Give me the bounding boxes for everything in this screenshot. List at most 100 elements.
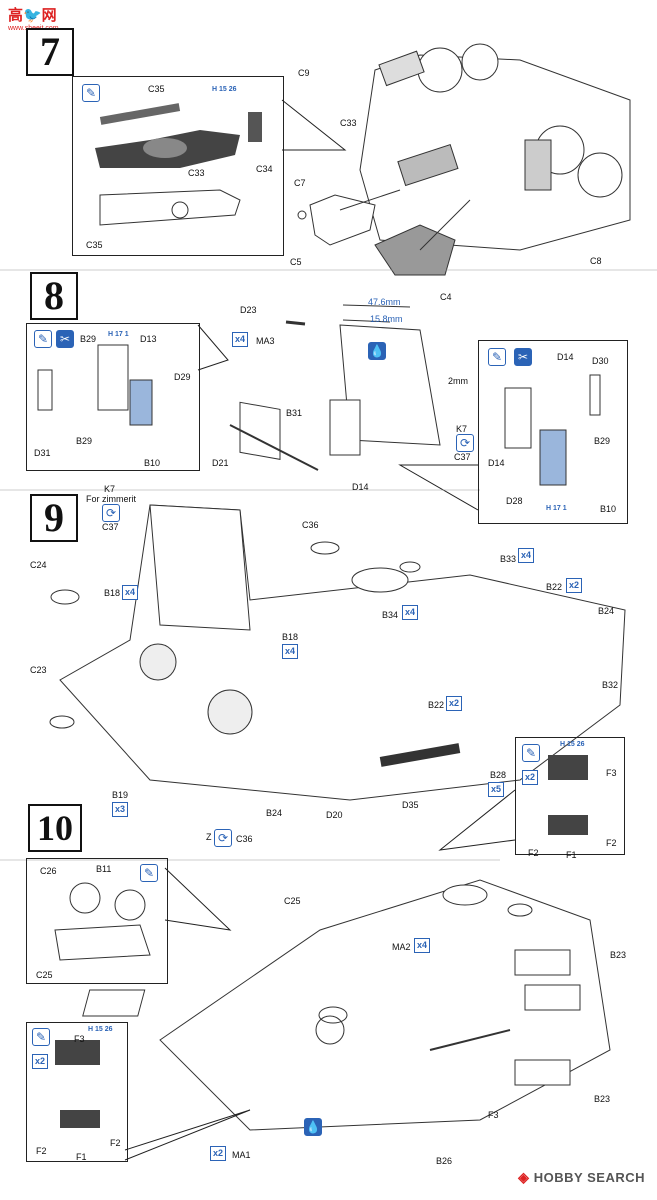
part-label: B18: [282, 632, 299, 642]
part-label: C33: [340, 118, 357, 128]
multiplier-badge: x4: [414, 938, 431, 953]
dimension-label: 15.8mm: [370, 314, 403, 324]
part-label: C35: [86, 240, 103, 250]
part-label: B23: [610, 950, 627, 960]
part-label: B34: [382, 610, 399, 620]
part-label: B10: [600, 504, 617, 514]
paint-drop-icon: 💧: [304, 1118, 322, 1136]
part-label: C35: [148, 84, 165, 94]
part-label: D13: [140, 334, 157, 344]
part-label: C25: [36, 970, 53, 980]
part-label: D14: [352, 482, 369, 492]
multiplier-badge: x2: [210, 1146, 227, 1161]
part-label: B28: [490, 770, 507, 780]
part-label: F2: [528, 848, 539, 858]
multiplier-badge: x2: [32, 1054, 49, 1069]
part-label: B24: [266, 808, 283, 818]
part-label: D29: [174, 372, 191, 382]
multiplier-badge: x4: [122, 585, 139, 600]
multiplier-badge: x2: [522, 770, 539, 785]
part-label: B33: [500, 554, 517, 564]
part-label: MA3: [256, 336, 275, 346]
step8-left-box: [26, 323, 200, 471]
part-label: C5: [290, 257, 302, 267]
part-label: B31: [286, 408, 303, 418]
part-label: C34: [256, 164, 273, 174]
part-label: D21: [212, 458, 229, 468]
glue-icon: ✎: [488, 348, 506, 366]
part-label: F2: [110, 1138, 121, 1148]
step9-track-box: [515, 737, 625, 855]
part-label: B32: [602, 680, 619, 690]
glue-icon: ✎: [34, 330, 52, 348]
part-label: K7: [456, 424, 468, 434]
part-label: C37: [454, 452, 471, 462]
part-label: C33: [188, 168, 205, 178]
dimension-label: 47.6mm: [368, 297, 401, 307]
part-label: B18: [104, 588, 121, 598]
part-label: F1: [566, 850, 577, 860]
part-label: C37: [102, 522, 119, 532]
part-label: C8: [590, 256, 602, 266]
dimension-label: 2mm: [448, 376, 468, 386]
multiplier-badge: x4: [282, 644, 299, 659]
glue-icon: ✎: [522, 744, 540, 762]
part-label: D35: [402, 800, 419, 810]
step10-track-box: [26, 1022, 128, 1162]
multiplier-badge: x3: [112, 802, 129, 817]
part-label: D30: [592, 356, 609, 366]
part-label: D28: [506, 496, 523, 506]
step-9-number: 9: [30, 494, 78, 542]
step-10-number: 10: [28, 804, 82, 852]
part-label: F3: [74, 1034, 85, 1044]
h-badge: H 15 26: [560, 741, 585, 748]
glue-icon: ✎: [140, 864, 158, 882]
part-label: C24: [30, 560, 47, 570]
part-label: B24: [598, 606, 615, 616]
part-label: C7: [294, 178, 306, 188]
part-label: C36: [236, 834, 253, 844]
part-label: D31: [34, 448, 51, 458]
part-label: C23: [30, 665, 47, 675]
part-label: B26: [436, 1156, 453, 1166]
k7-label: K7: [104, 484, 116, 494]
multiplier-badge: x4: [518, 548, 535, 563]
part-label: D14: [488, 458, 505, 468]
glue-icon: ✎: [32, 1028, 50, 1046]
glue-icon: ✎: [82, 84, 100, 102]
multiplier-badge: x5: [488, 782, 505, 797]
cut-icon: ✂: [514, 348, 532, 366]
paint-drop-icon: 💧: [368, 342, 386, 360]
part-label: D14: [557, 352, 574, 362]
part-label: C4: [440, 292, 452, 302]
part-label: C26: [40, 866, 57, 876]
part-label: B22: [428, 700, 445, 710]
hobbysearch-watermark: ◈ HOBBY SEARCH: [518, 1169, 645, 1185]
h-badge: H 17 1: [108, 331, 129, 338]
rotate-icon: ⟳: [456, 434, 474, 452]
part-label: MA2: [392, 942, 411, 952]
step-7-number: 7: [26, 28, 74, 76]
part-label: F2: [606, 838, 617, 848]
part-label: B10: [144, 458, 161, 468]
part-label: B22: [546, 582, 563, 592]
multiplier-badge: x2: [566, 578, 583, 593]
part-label: B23: [594, 1094, 611, 1104]
h-badge: H 15 26: [88, 1026, 113, 1033]
rotate-icon: ⟳: [102, 504, 120, 522]
h-badge: H 15 26: [212, 86, 237, 93]
h-badge: H 17 1: [546, 505, 567, 512]
zimmerit-note: For zimmerit: [86, 494, 136, 504]
part-label: Z: [206, 832, 212, 842]
part-label: D23: [240, 305, 257, 315]
part-label: F1: [76, 1152, 87, 1162]
part-label: B19: [112, 790, 129, 800]
part-label: C25: [284, 896, 301, 906]
multiplier-badge: x4: [402, 605, 419, 620]
part-label: B29: [80, 334, 97, 344]
step8-right-box: [478, 340, 628, 524]
multiplier-badge: x2: [446, 696, 463, 711]
part-label: B29: [76, 436, 93, 446]
rotate-icon: ⟳: [214, 829, 232, 847]
